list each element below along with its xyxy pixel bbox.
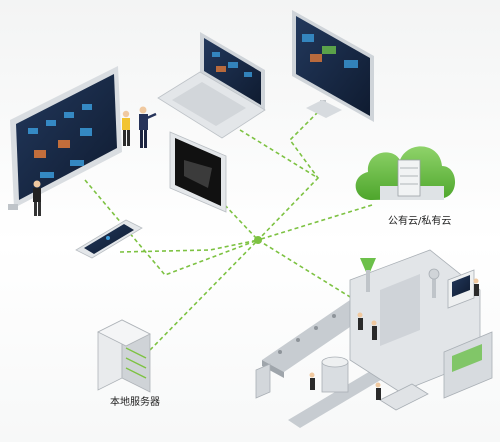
link-phone [119,239,259,253]
link-cloud [257,204,373,241]
smartphone-icon [75,219,143,259]
desktop-monitor-icon [292,10,374,122]
factory-production-line-icon [255,249,493,428]
link-factory [257,239,356,301]
server-rack-icon [97,319,151,393]
network-hub [254,236,262,244]
person-icon [139,106,157,148]
person-icon [33,180,41,216]
wall-display-icon [8,66,122,210]
link-monitor [288,111,319,179]
tablet-icon [169,131,227,213]
link-server [149,239,259,351]
cloud-label: 公有云/私有云 [388,216,452,227]
person-icon [122,110,130,146]
link-wall-display [84,179,259,276]
cloud-server-icon [355,146,456,200]
link-laptop [239,129,320,241]
laptop-icon [157,32,266,139]
local-server-label: 本地服务器 [110,397,160,408]
